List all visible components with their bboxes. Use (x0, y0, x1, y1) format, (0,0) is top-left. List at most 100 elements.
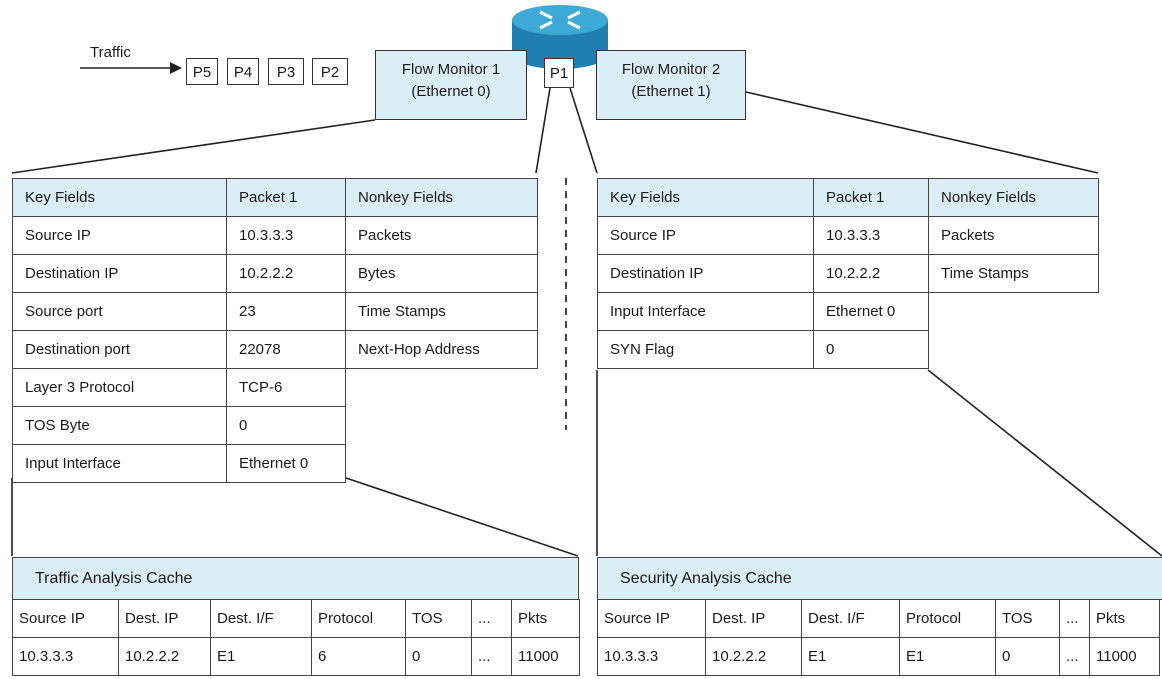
key-field: Layer 3 Protocol (12, 368, 227, 407)
cache-cell: 11000 (1089, 637, 1160, 676)
cache-cell: E1 (210, 637, 312, 676)
cache-header: Dest. IP (118, 599, 211, 638)
table-row: SYN Flag 0 (597, 330, 1099, 369)
nonkey-field: Next-Hop Address (345, 330, 538, 369)
packet-p1: P1 (544, 58, 574, 88)
table-row: TOS Byte 0 (12, 406, 538, 445)
connector-m2-right (745, 91, 1099, 174)
security-analysis-cache-table: Source IP Dest. IP Dest. I/F Protocol TO… (597, 599, 1160, 676)
cache-cell: 10.3.3.3 (597, 637, 706, 676)
nonkey-field: Bytes (345, 254, 538, 293)
nonkey-field: Packets (928, 216, 1099, 255)
packet-p2: P2 (312, 58, 348, 85)
security-analysis-cache-title: Security Analysis Cache (597, 557, 1162, 600)
cache-header: Source IP (12, 599, 119, 638)
packet-value: TCP-6 (226, 368, 346, 407)
cache-cell: 10.2.2.2 (705, 637, 802, 676)
table-row: Source IP 10.3.3.3 Packets (12, 216, 538, 255)
connector-t2-cache-right (927, 369, 1162, 557)
cache-cell: ... (471, 637, 512, 676)
table-row: Input Interface Ethernet 0 (597, 292, 1099, 331)
table-header-row: Key Fields Packet 1 Nonkey Fields (12, 178, 538, 217)
traffic-analysis-cache-title: Traffic Analysis Cache (12, 557, 579, 600)
cache-cell: 10.2.2.2 (118, 637, 211, 676)
connector-t1-cache-right (345, 477, 579, 557)
flow-monitor-2-interface: (Ethernet 1) (631, 83, 711, 100)
cache-header: Pkts (511, 599, 580, 638)
table-header-row: Key Fields Packet 1 Nonkey Fields (597, 178, 1099, 217)
flow-monitor-2-table: Key Fields Packet 1 Nonkey Fields Source… (597, 178, 1099, 369)
cache-cell: 0 (405, 637, 472, 676)
cache-header: TOS (995, 599, 1060, 638)
key-field: Source IP (12, 216, 227, 255)
packet-p3: P3 (268, 58, 304, 85)
packet-value: 10.2.2.2 (813, 254, 929, 293)
cache-header: Pkts (1089, 599, 1160, 638)
cache-header: ... (1059, 599, 1090, 638)
flow-monitor-1-interface: (Ethernet 0) (411, 83, 491, 100)
cache-cell: E1 (801, 637, 900, 676)
header-packet-1: Packet 1 (813, 178, 929, 217)
table-header-row: Source IP Dest. IP Dest. I/F Protocol TO… (597, 599, 1160, 638)
table-row: Input Interface Ethernet 0 (12, 444, 538, 483)
header-packet-1: Packet 1 (226, 178, 346, 217)
flow-monitor-2-title: Flow Monitor 2 (621, 61, 721, 78)
packet-value: Ethernet 0 (813, 292, 929, 331)
packet-value: 22078 (226, 330, 346, 369)
traffic-label: Traffic (90, 44, 131, 61)
packet-value: Ethernet 0 (226, 444, 346, 483)
table-row: Destination port 22078 Next-Hop Address (12, 330, 538, 369)
table-row: Destination IP 10.2.2.2 Bytes (12, 254, 538, 293)
cache-header: Protocol (311, 599, 406, 638)
cache-header: Dest. IP (705, 599, 802, 638)
cache-cell: ... (1059, 637, 1090, 676)
table-header-row: Source IP Dest. IP Dest. I/F Protocol TO… (12, 599, 580, 638)
packet-value: 23 (226, 292, 346, 331)
packet-value: 0 (813, 330, 929, 369)
cache-header: Dest. I/F (801, 599, 900, 638)
table-row: Source port 23 Time Stamps (12, 292, 538, 331)
table-row: Source IP 10.3.3.3 Packets (597, 216, 1099, 255)
key-field: Input Interface (12, 444, 227, 483)
cache-cell: E1 (899, 637, 996, 676)
packet-p4: P4 (227, 58, 259, 85)
packet-value: 10.2.2.2 (226, 254, 346, 293)
packet-p5: P5 (186, 58, 218, 85)
header-nonkey-fields: Nonkey Fields (345, 178, 538, 217)
key-field: TOS Byte (12, 406, 227, 445)
cache-header: Source IP (597, 599, 706, 638)
cache-cell: 6 (311, 637, 406, 676)
key-field: Source port (12, 292, 227, 331)
flow-monitor-1-box: Flow Monitor 1 (Ethernet 0) (375, 50, 527, 120)
key-field: Input Interface (597, 292, 814, 331)
key-field: Destination IP (597, 254, 814, 293)
nonkey-field: Packets (345, 216, 538, 255)
packet-value: 10.3.3.3 (226, 216, 346, 255)
router-icon (512, 5, 608, 69)
key-field: Source IP (597, 216, 814, 255)
cache-header: Dest. I/F (210, 599, 312, 638)
packet-value: 10.3.3.3 (813, 216, 929, 255)
cache-cell: 0 (995, 637, 1060, 676)
key-field: Destination port (12, 330, 227, 369)
header-key-fields: Key Fields (12, 178, 227, 217)
nonkey-field: Time Stamps (928, 254, 1099, 293)
cache-header: ... (471, 599, 512, 638)
header-nonkey-fields: Nonkey Fields (928, 178, 1099, 217)
nonkey-field: Time Stamps (345, 292, 538, 331)
traffic-analysis-cache-table: Source IP Dest. IP Dest. I/F Protocol TO… (12, 599, 580, 676)
cache-header: Protocol (899, 599, 996, 638)
arrow-right-icon (170, 62, 182, 74)
table-row: Layer 3 Protocol TCP-6 (12, 368, 538, 407)
flow-monitor-1-table: Key Fields Packet 1 Nonkey Fields Source… (12, 178, 538, 483)
cache-cell: 11000 (511, 637, 580, 676)
connector-p1-left (535, 87, 551, 174)
table-row: 10.3.3.3 10.2.2.2 E1 E1 0 ... 11000 (597, 637, 1160, 676)
connector-p1-right (569, 87, 598, 174)
packet-value: 0 (226, 406, 346, 445)
connector-m1-left (11, 119, 376, 174)
flow-monitor-2-box: Flow Monitor 2 (Ethernet 1) (596, 50, 746, 120)
header-key-fields: Key Fields (597, 178, 814, 217)
